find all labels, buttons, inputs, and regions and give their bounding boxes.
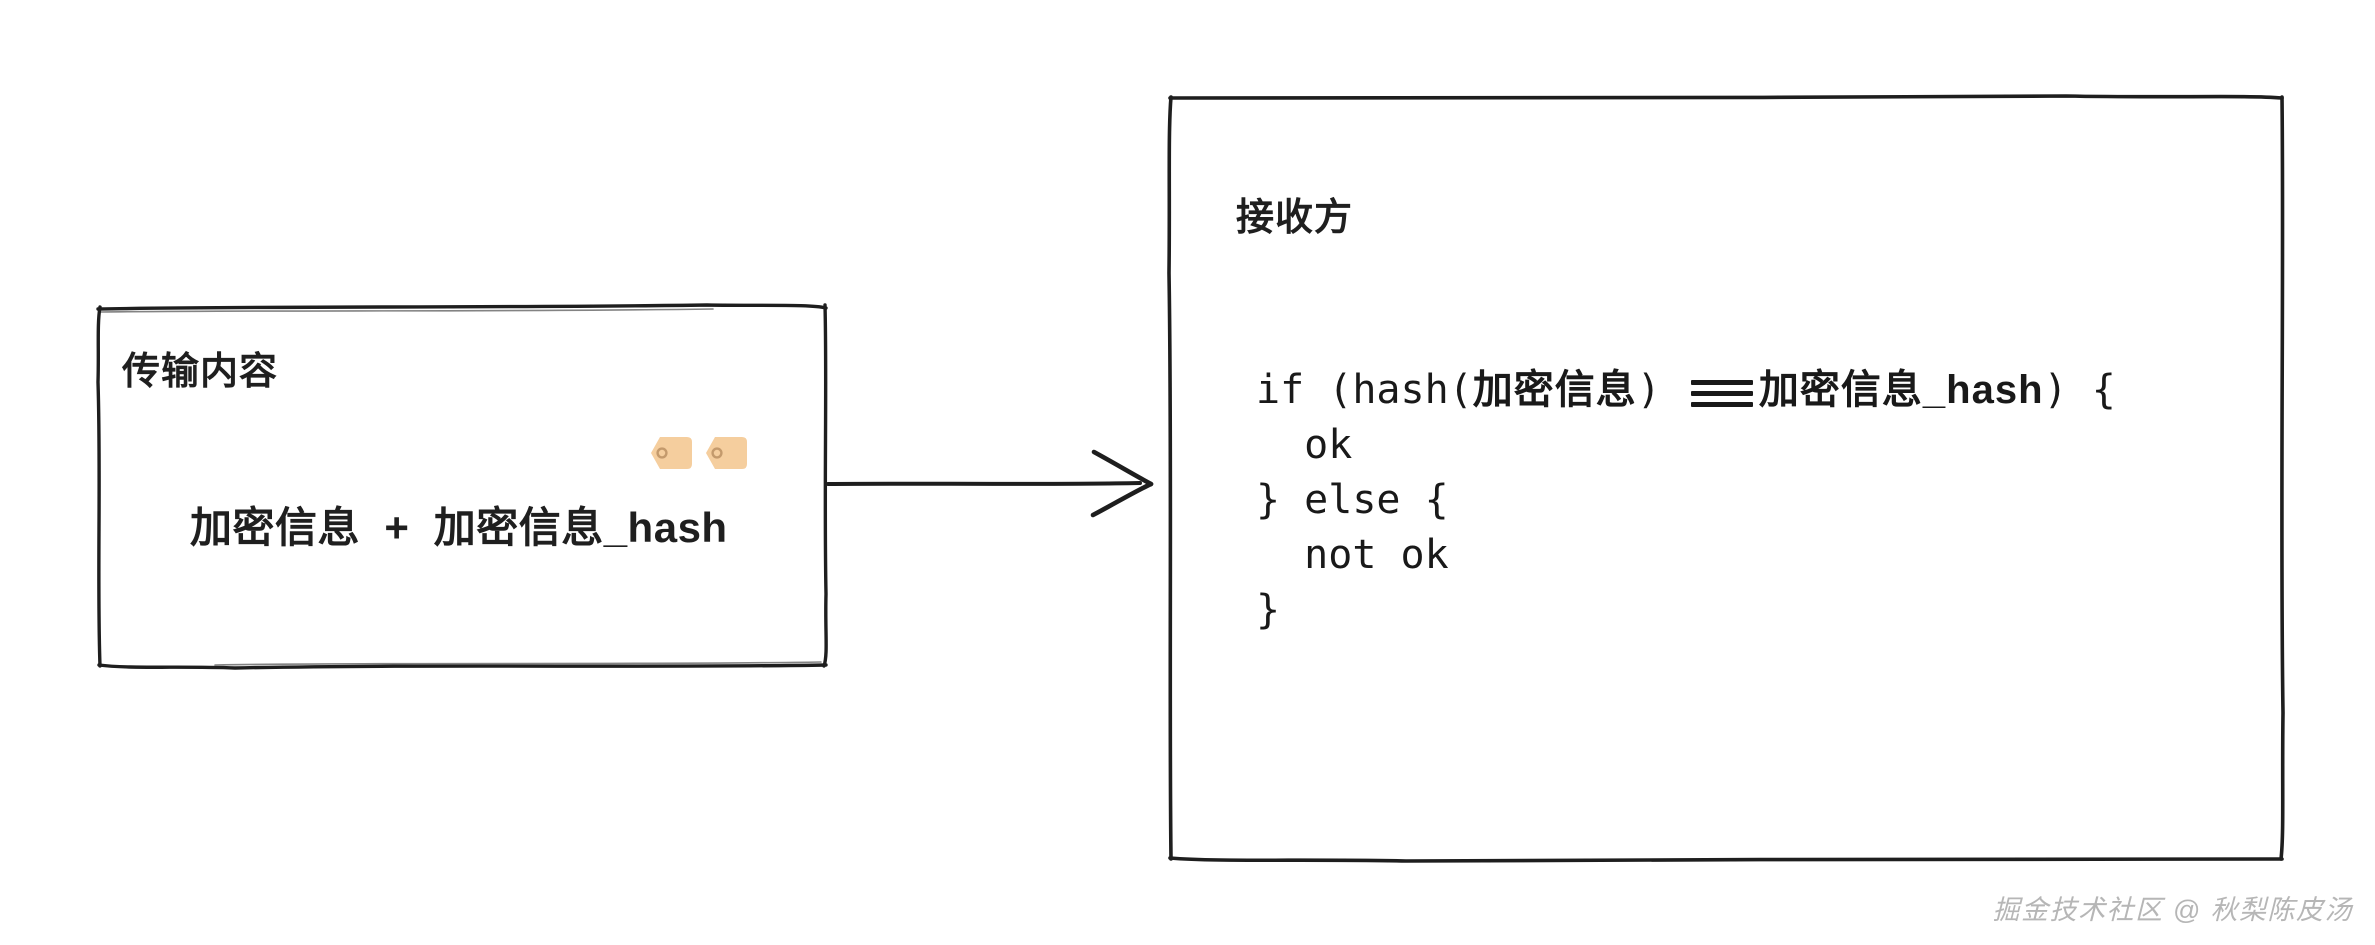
tag-icon-right [706, 437, 747, 469]
receiver-verification-code: if (hash(加密信息) 加密信息_hash) { ok } else { … [1256, 363, 2116, 638]
code-line-1: if (hash(加密信息) 加密信息_hash) { [1256, 367, 2116, 413]
receiver-box-title: 接收方 [1236, 197, 1354, 239]
code-line-4: not ok [1256, 532, 1449, 578]
code-line1-suffix: ) { [2043, 367, 2116, 413]
watermark-credit: 掘金技术社区 @ 秋梨陈皮汤 [1992, 895, 2353, 925]
code-hash-rhs: 加密信息_hash [1758, 368, 2044, 412]
transmit-content-box[interactable]: 传输内容 加密信息 + 加密信息_hash [95, 302, 829, 670]
receiver-box-outline [1167, 94, 2285, 863]
code-line-3: } else { [1256, 477, 1449, 523]
code-line-5: } [1256, 587, 1281, 633]
code-hash-argument: 加密信息 [1472, 368, 1637, 412]
transmit-box-content: 加密信息 + 加密信息_hash [190, 504, 728, 551]
code-line1-mid: ) [1636, 367, 1685, 413]
identical-operator-icon [1690, 372, 1753, 412]
code-if-prefix: if (hash( [1256, 367, 1473, 413]
receiver-box[interactable]: 接收方 if (hash(加密信息) 加密信息_hash) { ok } els… [1166, 93, 2286, 863]
transmission-arrow [824, 440, 1170, 530]
transmit-box-title: 传输内容 [122, 351, 279, 393]
tag-icon-left [651, 437, 692, 469]
transmit-box-outline [96, 303, 828, 670]
code-line-2: ok [1256, 422, 1353, 468]
tag-icons-group [643, 432, 755, 474]
